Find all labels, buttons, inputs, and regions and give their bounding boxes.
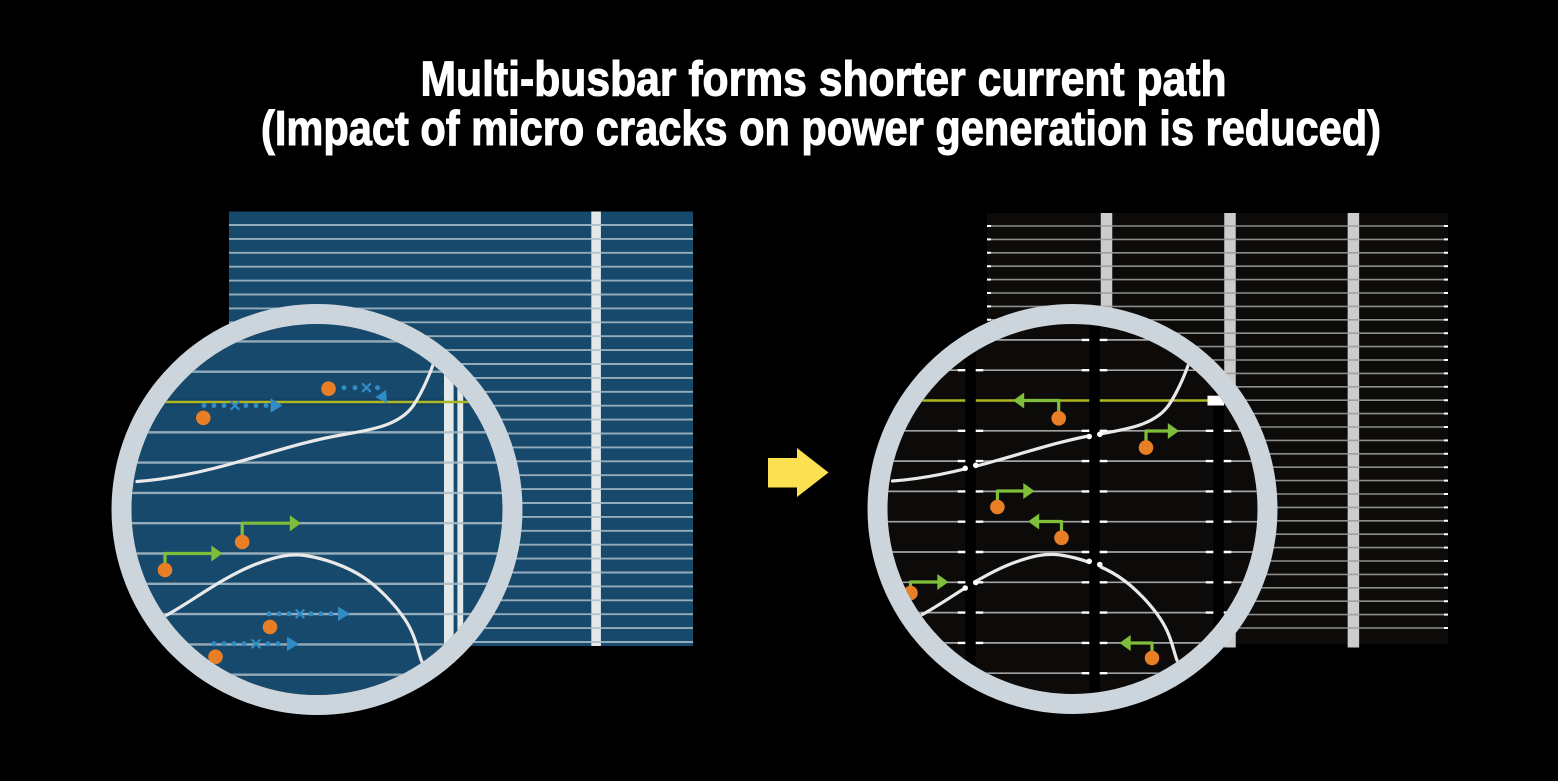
svg-text:(Impact of micro cracks on pow: (Impact of micro cracks on power generat… [261, 102, 1381, 156]
svg-text:Multi-busbar forms shorter cur: Multi-busbar forms shorter current path [421, 53, 1227, 107]
